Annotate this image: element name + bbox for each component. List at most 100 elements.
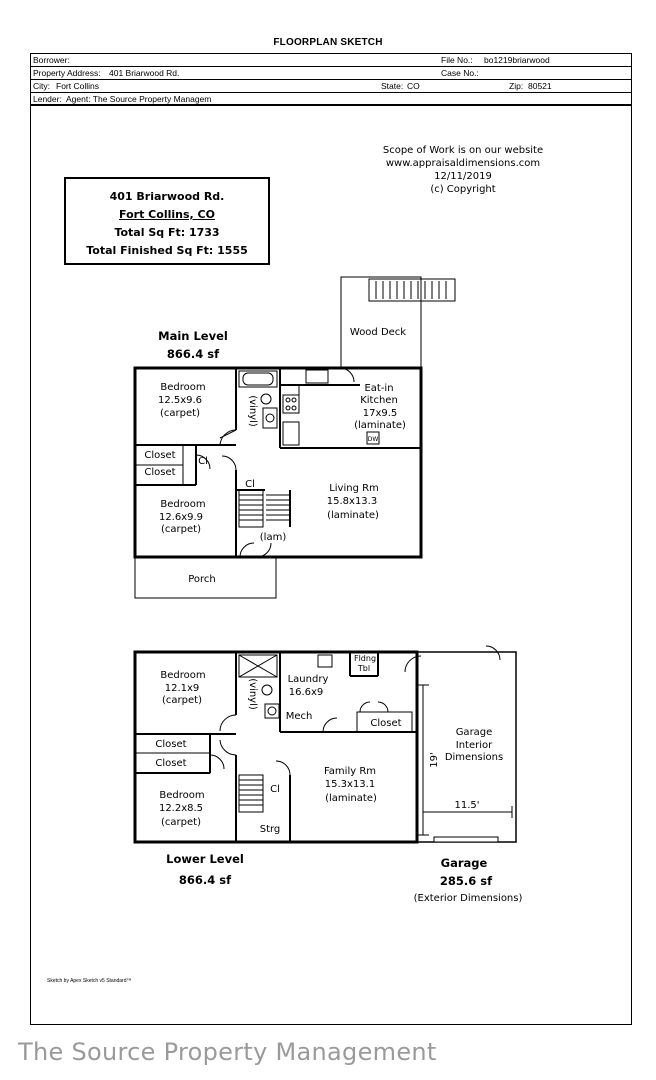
garage-interior-2: Interior xyxy=(456,740,493,751)
scope-line-3: 12/11/2019 xyxy=(434,171,492,182)
living-floor: (laminate) xyxy=(327,510,379,521)
closet-lower-2 xyxy=(134,752,211,774)
sketch-frame xyxy=(30,105,632,1025)
main-closet1-label: Closet xyxy=(144,450,175,461)
bathtub-icon xyxy=(238,370,278,388)
total-finished-sq-ft: Total Finished Sq Ft: 1555 xyxy=(86,244,248,257)
lower-door-swings xyxy=(209,701,389,776)
garage-dim-horizontal-label: 11.5' xyxy=(454,800,479,811)
zip-value: 80521 xyxy=(528,81,552,91)
lower-bedroom1-size: 12.1x9 xyxy=(165,683,200,694)
garage-interior-3: Dimensions xyxy=(445,752,503,763)
main-level-title: Main Level xyxy=(158,329,228,343)
kitchen-floor: (laminate) xyxy=(354,420,406,431)
kitchen-sink-icon xyxy=(305,369,329,384)
wood-deck-label: Wood Deck xyxy=(350,327,406,338)
lender-value: Agent: The Source Property Managem xyxy=(66,94,212,104)
dishwasher-label: DW xyxy=(368,436,379,443)
address-box: 401 Briarwood Rd. Fort Collins, CO Total… xyxy=(64,177,270,265)
lower-level-area: 866.4 sf xyxy=(179,873,232,887)
family-size: 15.3x13.1 xyxy=(325,779,375,790)
garage-title: Garage xyxy=(441,856,488,870)
folding-table-label-1: Fldng xyxy=(354,654,376,663)
header-table: Borrower: File No.: bo1219briarwood Prop… xyxy=(30,53,632,105)
storage-label: Strg xyxy=(260,824,281,835)
city-value: Fort Collins xyxy=(56,81,99,91)
address-street: 401 Briarwood Rd. xyxy=(109,190,225,203)
deck-stairs xyxy=(368,278,456,302)
main-stairs xyxy=(238,489,264,528)
garage-note: (Exterior Dimensions) xyxy=(414,893,523,904)
deck-stair-treads xyxy=(375,281,447,299)
lower-bedroom2-floor: (carpet) xyxy=(161,817,201,828)
toilet-icon xyxy=(260,393,272,405)
header-row-lender: Lender: Agent: The Source Property Manag… xyxy=(31,93,631,106)
lam-label: (lam) xyxy=(260,532,287,543)
sketch-software-note: Sketch by Apex Sketch v5 Standard™ xyxy=(47,978,132,984)
living-name: Living Rm xyxy=(329,483,379,494)
main-level-plan xyxy=(133,276,456,599)
header-row-city: City: Fort Collins State: CO Zip: 80521 xyxy=(31,80,631,93)
case-no-label: Case No.: xyxy=(441,68,479,78)
garage-plan xyxy=(404,645,517,843)
city-label: City: xyxy=(33,81,50,91)
lower-bedroom1-floor: (carpet) xyxy=(162,695,202,706)
property-address-value: 401 Briarwood Rd. xyxy=(109,68,180,78)
porch-label: Porch xyxy=(188,574,216,585)
lower-bedroom2-size: 12.2x8.5 xyxy=(159,803,203,814)
file-no-value: bo1219briarwood xyxy=(484,55,550,65)
watermark: The Source Property Management xyxy=(18,1038,437,1066)
garage-dim-vertical-label: 19' xyxy=(429,752,440,767)
bedroom2-floor: (carpet) xyxy=(161,524,201,535)
main-cl2-label: Cl xyxy=(245,479,255,490)
laundry-size: 16.6x9 xyxy=(289,687,324,698)
scope-line-1: Scope of Work is on our website xyxy=(382,145,544,156)
state-value: CO xyxy=(407,81,420,91)
fridge-icon xyxy=(282,421,300,446)
kitchen-name2: Kitchen xyxy=(360,395,398,406)
scope-note: Scope of Work is on our website www.appr… xyxy=(363,144,563,196)
stove-icon xyxy=(282,394,300,414)
garage-interior-1: Garage xyxy=(456,727,493,738)
property-address-label: Property Address: xyxy=(33,68,101,78)
scope-line-2: www.appraisaldimensions.com xyxy=(385,158,541,169)
lower-vinyl-label: (vinyl) xyxy=(247,678,258,710)
family-floor: (laminate) xyxy=(325,793,377,804)
header-row-address: Property Address: 401 Briarwood Rd. Case… xyxy=(31,67,631,80)
lower-cl-label: Cl xyxy=(270,784,280,795)
bedroom2-size: 12.6x9.9 xyxy=(159,512,203,523)
state-label: State: xyxy=(381,81,404,91)
lower-closet1-label: Closet xyxy=(155,739,186,750)
sheet-title: FLOORPLAN SKETCH xyxy=(273,37,383,48)
total-sq-ft: Total Sq Ft: 1733 xyxy=(114,226,220,239)
lender-label: Lender: xyxy=(33,94,62,104)
bedroom1-floor: (carpet) xyxy=(160,408,200,419)
kitchen-name1: Eat-in xyxy=(364,383,393,394)
shower-icon xyxy=(238,654,278,678)
file-no-label: File No.: xyxy=(441,55,473,65)
vanity-icon xyxy=(262,407,278,429)
lower-stairs xyxy=(238,774,264,813)
laundry-sink-icon xyxy=(317,654,333,668)
kitchen-size: 17x9.5 xyxy=(363,408,398,419)
main-interior-walls xyxy=(135,368,421,557)
water-heater-icon xyxy=(264,703,280,719)
mech-label: Mech xyxy=(286,711,313,722)
main-door-swings xyxy=(195,367,355,558)
family-name: Family Rm xyxy=(324,766,376,777)
living-size: 15.8x13.3 xyxy=(327,496,377,507)
address-city: Fort Collins, CO xyxy=(119,208,215,221)
scope-line-4: (c) Copyright xyxy=(430,184,496,195)
bedroom1-name: Bedroom xyxy=(160,382,205,393)
folding-table-label-2: Tbl xyxy=(357,664,370,673)
main-vinyl-label: (vinyl) xyxy=(247,395,258,427)
garage-area: 285.6 sf xyxy=(440,874,493,888)
lower-closet2-label: Closet xyxy=(155,758,186,769)
header-row-borrower: Borrower: File No.: bo1219briarwood xyxy=(31,54,631,67)
zip-label: Zip: xyxy=(509,81,524,91)
lower-level-title: Lower Level xyxy=(166,852,244,866)
lower-toilet-icon xyxy=(261,684,273,696)
closet-laundry xyxy=(356,711,413,733)
main-cl1-label: Cl xyxy=(198,456,208,467)
